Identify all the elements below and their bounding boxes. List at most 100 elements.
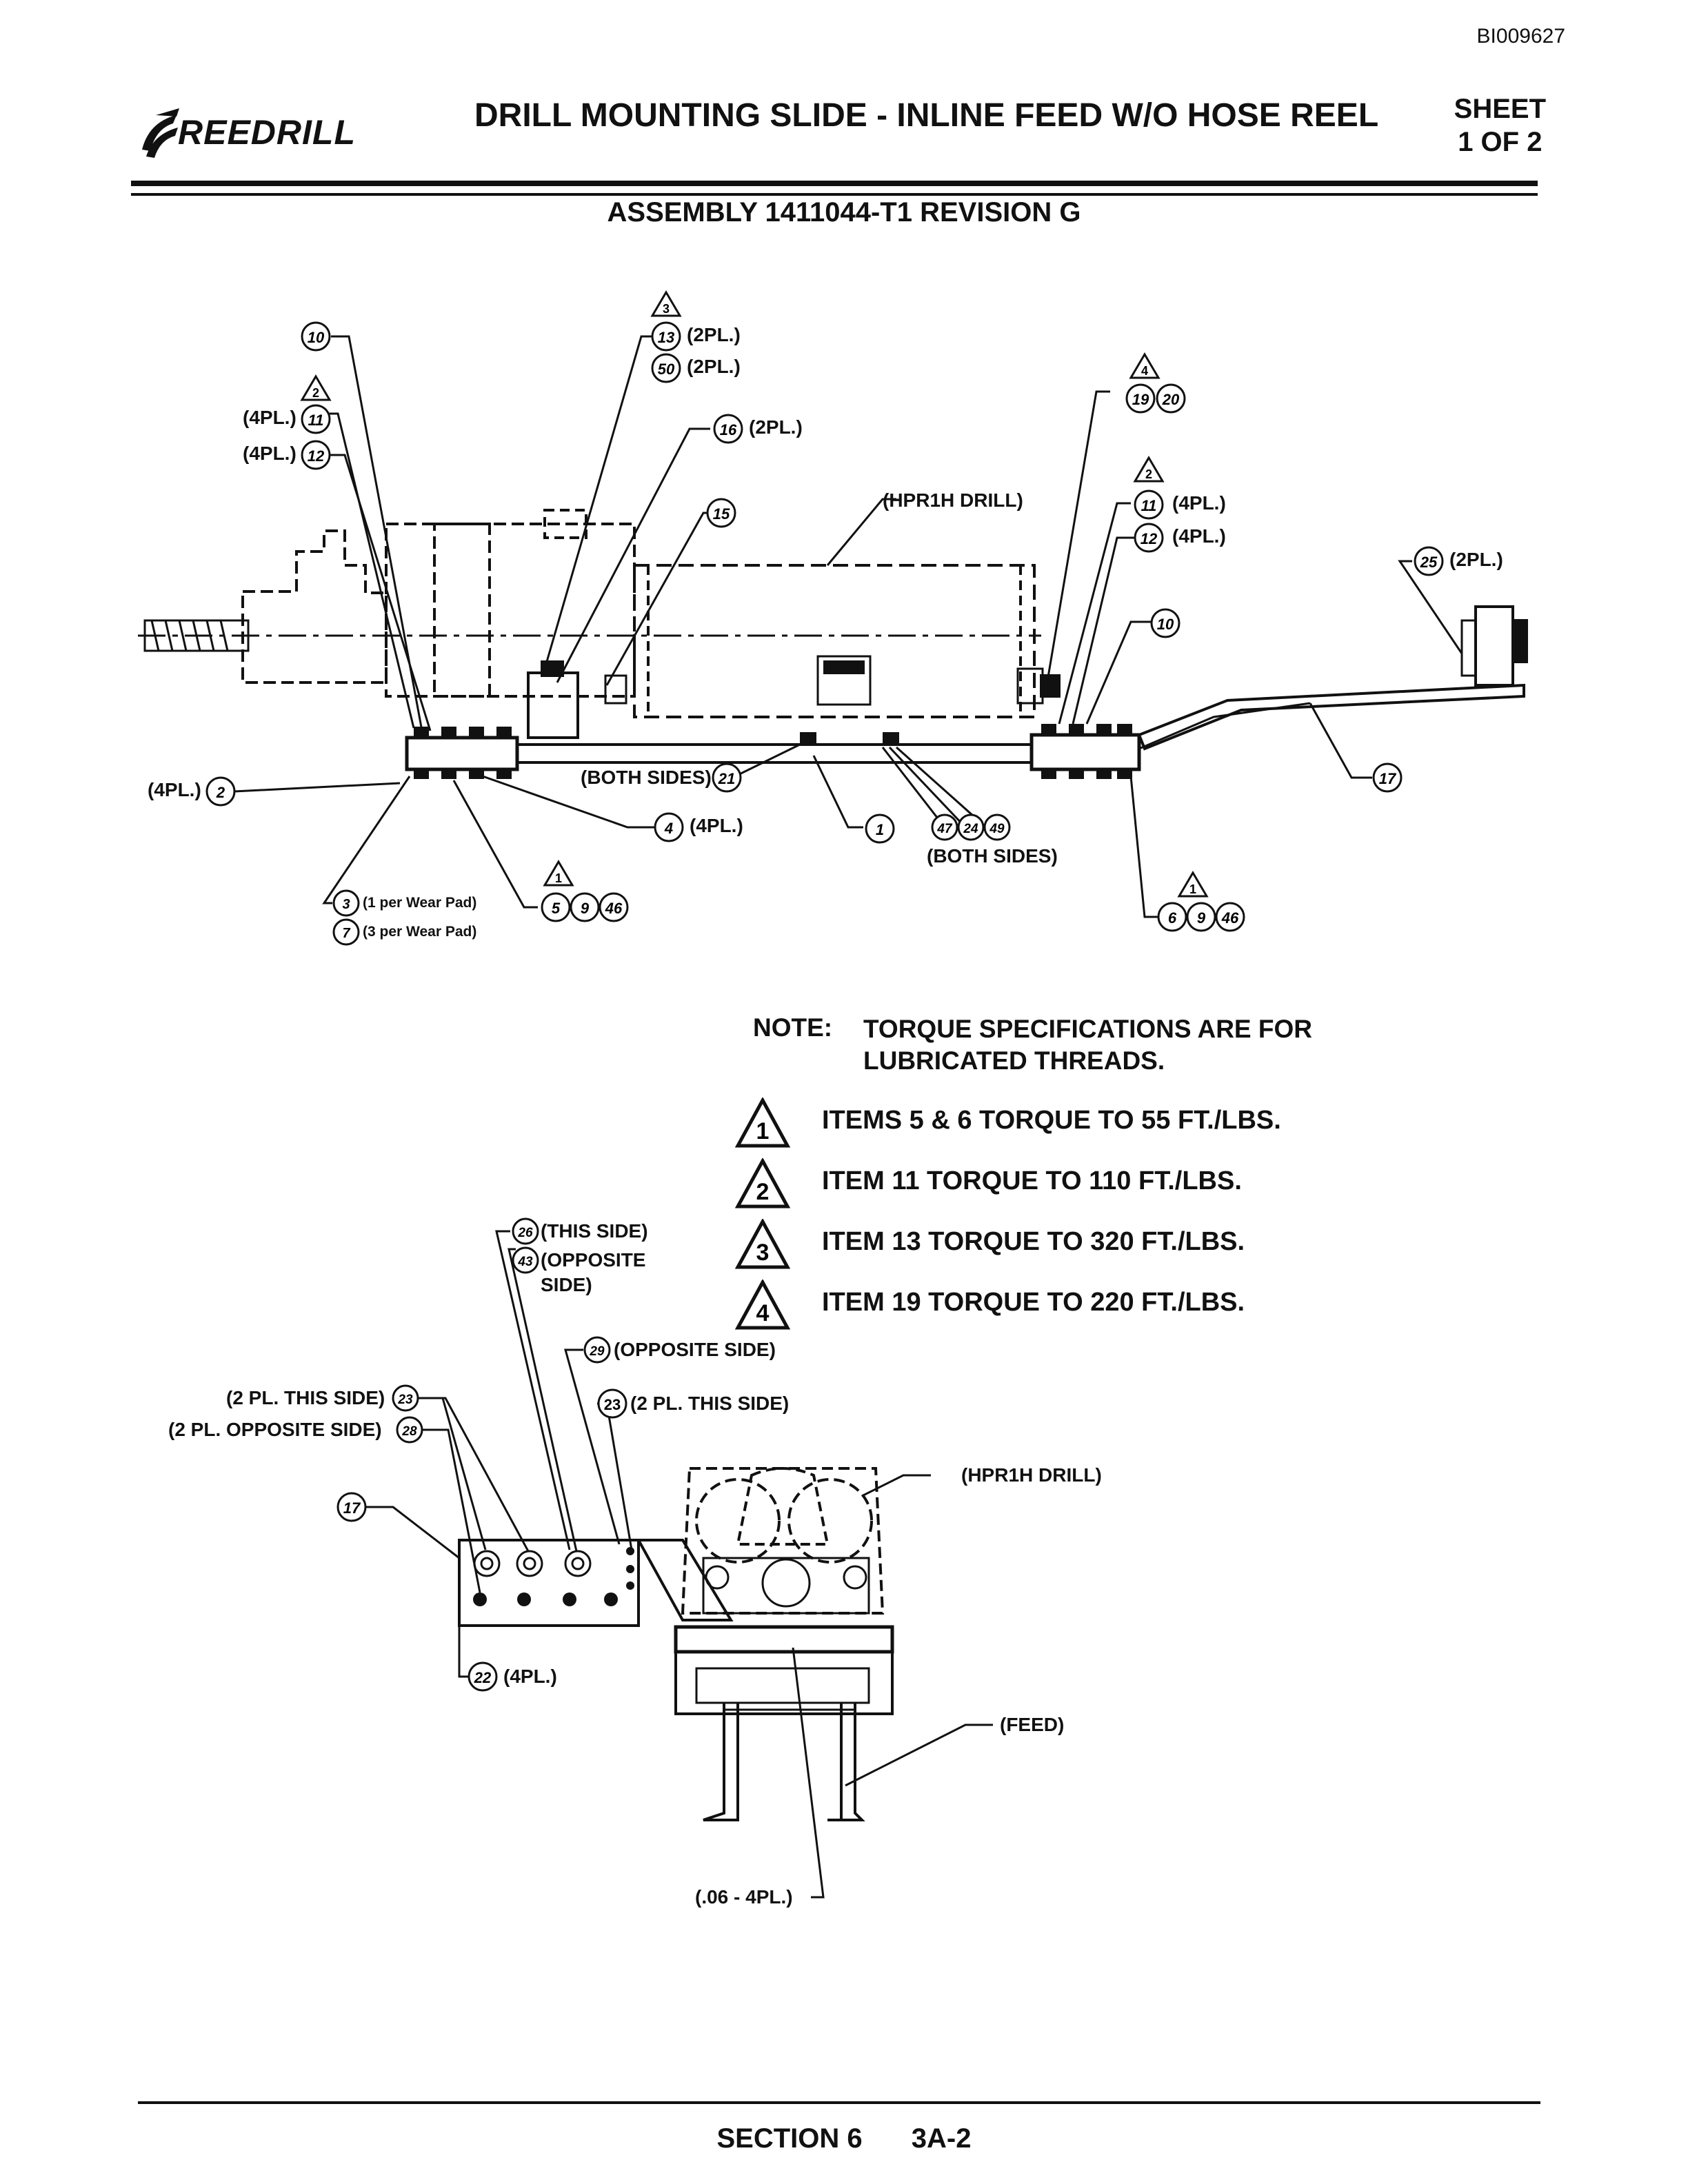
svg-text:9: 9 [581, 900, 590, 917]
callout-50: 50 [651, 353, 681, 383]
svg-text:43: 43 [517, 1255, 533, 1269]
svg-text:50: 50 [658, 361, 675, 378]
svg-text:11: 11 [308, 412, 324, 429]
svg-text:22: 22 [474, 1669, 492, 1686]
callout-9b: 9 [1186, 902, 1216, 932]
svg-text:2: 2 [756, 1179, 770, 1205]
callout-24: 24 [957, 813, 985, 841]
svg-text:46: 46 [1221, 909, 1239, 927]
callout-12-right: 12 [1134, 523, 1164, 553]
svg-text:12: 12 [1141, 530, 1158, 547]
upper-side-view [138, 509, 1528, 779]
callout-16: 16 [713, 414, 743, 444]
callout-13: 13 [651, 321, 681, 352]
callout-47: 47 [931, 813, 958, 841]
clearance-label: (.06 - 4PL.) [695, 1886, 793, 1908]
callout-12-left: 12 [301, 440, 331, 470]
callout-2: 2 [205, 776, 236, 807]
svg-text:3: 3 [756, 1240, 770, 1266]
page-footer: SECTION 6 3A-2 [0, 2123, 1688, 2154]
note-12-right: (4PL.) [1172, 525, 1226, 547]
torque-spec-3: ITEM 13 TORQUE TO 320 FT./LBS. [822, 1227, 1245, 1256]
svg-text:9: 9 [1197, 909, 1206, 927]
svg-text:25: 25 [1420, 554, 1438, 571]
callout-10-right: 10 [1150, 608, 1180, 638]
lower-end-view [458, 1467, 894, 1821]
warning-triangle-2-icon: 2 [735, 1158, 790, 1209]
svg-text:2: 2 [216, 784, 225, 801]
note-12-left: (4PL.) [243, 443, 297, 464]
svg-text:28: 28 [401, 1424, 417, 1439]
callout-17-lower: 17 [336, 1492, 367, 1522]
svg-text:20: 20 [1162, 391, 1180, 408]
svg-text:2: 2 [312, 386, 319, 400]
both-sides-label: (BOTH SIDES) [927, 845, 1058, 867]
callout-21: 21 [712, 762, 742, 793]
warning-triangle-4: 4 [1129, 352, 1160, 379]
svg-text:4: 4 [1141, 364, 1148, 378]
note-4: (4PL.) [690, 815, 743, 836]
callout-29: 29 [583, 1336, 611, 1364]
svg-text:1: 1 [756, 1118, 770, 1144]
callout-43: 43 [512, 1246, 539, 1274]
svg-text:3: 3 [342, 897, 350, 912]
svg-text:3: 3 [663, 302, 670, 316]
note-23-right: (2 PL. THIS SIDE) [630, 1393, 790, 1414]
torque-spec-2: ITEM 11 TORQUE TO 110 FT./LBS. [822, 1166, 1242, 1195]
callout-15: 15 [706, 498, 736, 528]
svg-text:5: 5 [552, 900, 561, 917]
sheet-count: 1 OF 2 [1458, 127, 1543, 157]
callout-4: 4 [654, 812, 684, 842]
svg-text:13: 13 [658, 329, 674, 346]
warning-triangle-1-icon: 1 [735, 1098, 790, 1148]
callout-3: 3 [332, 889, 360, 917]
svg-text:10: 10 [308, 329, 325, 346]
note-text: TORQUE SPECIFICATIONS ARE FOR LUBRICATED… [863, 1015, 1312, 1075]
drill-label-upper: (HPR1H DRILL) [883, 489, 1023, 511]
callout-17-upper: 17 [1372, 762, 1403, 793]
warning-triangle-3-top: 3 [650, 290, 682, 317]
warning-triangle-2-left: 2 [300, 374, 332, 401]
warning-triangle-2-right: 2 [1133, 456, 1165, 483]
callout-28: 28 [396, 1416, 423, 1444]
callout-26: 26 [512, 1217, 539, 1245]
callout-9a: 9 [570, 892, 600, 922]
svg-text:23: 23 [397, 1393, 413, 1407]
svg-text:12: 12 [308, 447, 325, 465]
drill-label-lower: (HPR1H DRILL) [961, 1464, 1102, 1486]
svg-text:1: 1 [555, 871, 562, 885]
note-heading: NOTE: [753, 1013, 833, 1042]
note-43-line1: (OPPOSITE [541, 1249, 646, 1271]
callout-6: 6 [1157, 902, 1187, 932]
callout-25: 25 [1414, 546, 1444, 576]
callout-10-top: 10 [301, 321, 331, 352]
torque-spec-4: ITEM 19 TORQUE TO 220 FT./LBS. [822, 1288, 1245, 1317]
svg-text:49: 49 [989, 822, 1005, 836]
note-22: (4PL.) [503, 1666, 557, 1687]
svg-text:47: 47 [936, 822, 953, 836]
callout-49: 49 [983, 813, 1011, 841]
svg-text:10: 10 [1157, 616, 1174, 633]
note-26: (THIS SIDE) [541, 1220, 648, 1242]
note-13: (2PL.) [687, 324, 741, 345]
note-23-left: (2 PL. THIS SIDE) [226, 1387, 385, 1408]
callout-46b: 46 [1215, 902, 1245, 932]
svg-text:29: 29 [589, 1344, 605, 1359]
page-number: 3A-2 [911, 2123, 972, 2154]
svg-text:6: 6 [1168, 909, 1177, 927]
callout-7: 7 [332, 918, 360, 946]
logo-emblem-icon [142, 108, 179, 158]
callout-11-left: 11 [301, 404, 331, 434]
sheet-number: SHEET 1 OF 2 [1454, 92, 1546, 159]
note-28: (2 PL. OPPOSITE SIDE) [168, 1419, 382, 1440]
note-50: (2PL.) [687, 356, 741, 377]
document-id: BI009627 [1476, 25, 1565, 48]
svg-text:1: 1 [876, 821, 884, 838]
note-43-line2: SIDE) [541, 1274, 592, 1295]
svg-text:7: 7 [342, 926, 350, 941]
callout-46a: 46 [599, 892, 629, 922]
warning-triangle-1-left: 1 [543, 860, 574, 887]
svg-text:4: 4 [756, 1300, 770, 1326]
torque-spec-1: ITEMS 5 & 6 TORQUE TO 55 FT./LBS. [822, 1106, 1281, 1135]
